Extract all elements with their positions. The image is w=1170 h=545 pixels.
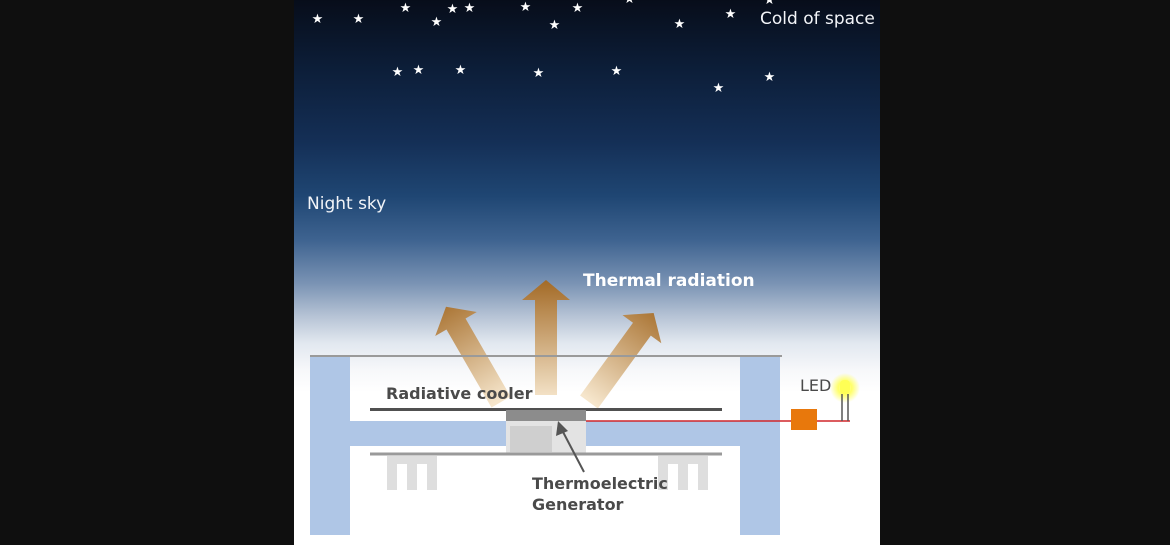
heat-sink-right (658, 456, 708, 490)
star-icon: ★ (430, 15, 443, 30)
heat-sink-left (387, 456, 437, 490)
radiative-cooler-label: Radiative cooler (386, 384, 533, 403)
night-sky-label: Night sky (307, 194, 387, 214)
star-icon: ★ (532, 66, 545, 81)
led-label: LED (800, 376, 832, 395)
star-icon: ★ (454, 63, 467, 78)
star-icon: ★ (446, 2, 459, 17)
star-icon: ★ (724, 7, 737, 22)
thermal-radiation-arrows (435, 280, 662, 409)
frame-left-post (310, 357, 350, 535)
star-icon: ★ (519, 0, 532, 15)
star-icon: ★ (548, 18, 561, 33)
star-icon: ★ (391, 65, 404, 80)
radiative-cooler-plate (370, 408, 722, 411)
cooler-diagram (310, 280, 860, 535)
star-icon: ★ (399, 1, 412, 16)
thermal-radiation-label: Thermal radiation (583, 271, 755, 291)
star-icon: ★ (763, 70, 776, 85)
star-icon: ★ (763, 0, 776, 8)
frame-right-post (740, 357, 780, 535)
star-icon: ★ (712, 81, 725, 96)
star-icon: ★ (463, 1, 476, 16)
star-icon: ★ (311, 12, 324, 27)
star-icon: ★ (571, 1, 584, 16)
diagram-panel: ★ ★ ★ ★ ★ ★ ★ ★ ★ ★ ★ ★ ★ ★ ★ ★ ★ ★ ★ ★ … (294, 0, 880, 545)
up-arrow-icon (522, 280, 570, 395)
up-arrow-icon (435, 306, 511, 408)
thermoelectric-generator (506, 410, 586, 454)
cold-of-space-label: Cold of space (760, 9, 875, 29)
star-icon: ★ (412, 63, 425, 78)
star-icon: ★ (610, 64, 623, 79)
teg-pointer (556, 421, 585, 473)
teg-label-line2: Generator (532, 495, 624, 514)
star-icon: ★ (673, 17, 686, 32)
teg-label-line1: Thermoelectric (532, 474, 668, 493)
star-icon: ★ (352, 12, 365, 27)
up-arrow-icon (580, 313, 662, 409)
star-icon: ★ (623, 0, 636, 6)
led-bulb-icon (830, 373, 860, 421)
led-driver-box (791, 409, 817, 430)
